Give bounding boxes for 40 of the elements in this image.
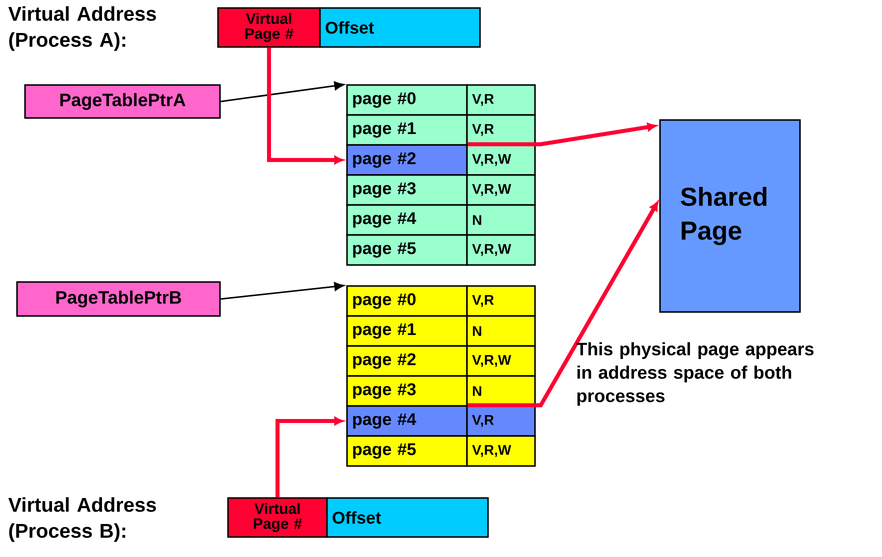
- table-cell: N: [466, 375, 536, 407]
- register-box: PageTablePtrA: [24, 84, 221, 119]
- arrow: [276, 417, 343, 498]
- table-cell: N: [466, 315, 536, 347]
- table-cell: V,R,W: [466, 345, 536, 377]
- table-cell: V,R,W: [466, 144, 536, 176]
- table-cell: page #0: [346, 84, 468, 116]
- table-cell: page #3: [346, 174, 468, 206]
- field-box: Virtual Page #: [217, 7, 321, 48]
- field-box: Offset: [319, 7, 481, 48]
- table-cell: page #2: [346, 144, 468, 176]
- table-cell: V,R: [466, 405, 536, 437]
- arrow: [468, 123, 656, 146]
- table-cell: page #5: [346, 234, 468, 266]
- table-cell: page #4: [346, 405, 468, 437]
- table-cell: V,R,W: [466, 174, 536, 206]
- table-cell: V,R: [466, 84, 536, 116]
- field-box: Virtual Page #: [227, 497, 328, 538]
- arrow: [220, 282, 344, 300]
- caption-text: This physical page appears in address space of both processes: [576, 342, 814, 406]
- table-cell: page #4: [346, 204, 468, 236]
- memory-page-box: Shared Page: [659, 119, 801, 313]
- arrow: [468, 202, 658, 408]
- table-cell: page #5: [346, 435, 468, 467]
- table-cell: page #0: [346, 285, 468, 317]
- table-cell: V,R: [466, 285, 536, 317]
- table-cell: N: [466, 204, 536, 236]
- table-cell: V,R,W: [466, 234, 536, 266]
- field-box: Offset: [326, 497, 489, 538]
- arrow: [220, 81, 344, 102]
- table-cell: page #2: [346, 345, 468, 377]
- arrow: [267, 48, 343, 164]
- table-cell: V,R: [466, 114, 536, 146]
- table-cell: V,R,W: [466, 435, 536, 467]
- register-box: PageTablePtrB: [16, 281, 221, 317]
- caption-text: Virtual Address (Process A):: [8, 6, 156, 51]
- table-cell: page #1: [346, 114, 468, 146]
- table-cell: page #1: [346, 315, 468, 347]
- table-cell: page #3: [346, 375, 468, 407]
- caption-text: Virtual Address (Process B):: [8, 497, 156, 542]
